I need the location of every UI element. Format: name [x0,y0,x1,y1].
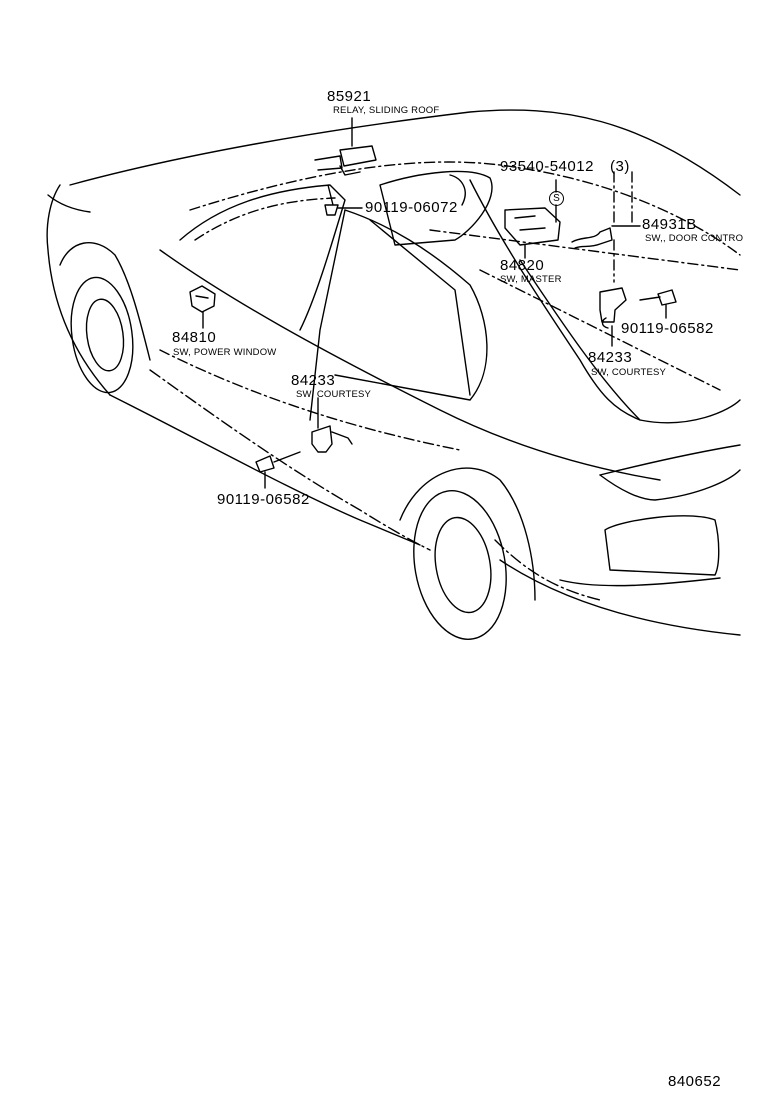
rear-door-glass [369,219,471,396]
part-no-sw-courtesy-rear: 84233 [588,349,633,366]
front-hood [46,184,111,396]
ref-line-1 [429,229,741,271]
rear-window-lower [519,259,741,424]
rocker-line [149,369,431,551]
part-name-sw-door-control: SW,, DOOR CONTRO [645,233,744,244]
part-name-sw-courtesy-front: SW, COURTESY [296,389,372,400]
rear-wheel-arch [399,467,536,601]
bolt-front-part [255,451,301,473]
rear-quarter-line [494,539,601,601]
window-frame-rear [334,209,488,401]
roof-outline [69,109,741,196]
part-no-sw-courtesy-front: 84233 [291,372,336,389]
part-no-bolt-rear-courtesy: 90119-06582 [621,320,714,337]
trunk-edge [599,469,741,501]
rear-bumper [559,577,721,587]
c-pillar [469,179,641,421]
sw-power-window-part [189,285,216,313]
leader-bracket [613,171,633,227]
front-bumper [47,194,91,213]
part-no-bolt-front-courtesy: 90119-06582 [217,491,310,508]
ref-line-3 [159,349,461,451]
front-wheel-hub [85,298,125,372]
roof-rail [189,161,741,256]
bolt-relay-part [324,184,339,216]
relay-sliding-roof-part [314,145,377,176]
front-wheel-arch [59,242,151,361]
front-wheel [70,276,134,394]
part-no-sw-master: 84820 [500,257,545,274]
part-no-sw-door-control: 84931B [642,216,697,233]
rear-wheel [413,490,507,640]
sw-door-control-part [571,227,613,249]
s-mark-circle: S [549,191,564,206]
part-no-bolt-relay: 90119-06072 [365,199,458,216]
part-name-relay-sliding-roof: RELAY, SLIDING ROOF [333,105,440,116]
drawing-number: 840652 [668,1073,722,1090]
part-name-sw-master: SW, MASTER [500,274,562,285]
sw-courtesy-rear-part [599,287,627,329]
bolt-rear-part [639,289,677,306]
part-no-sw-power-window: 84810 [172,329,217,346]
ref-line-2 [479,269,721,391]
sw-courtesy-front-part [311,425,353,453]
part-name-sw-power-window: SW, POWER WINDOW [173,347,277,358]
window-frame-front [179,184,346,331]
trunk-lid [599,444,741,476]
sw-master-part [504,207,561,246]
part-name-sw-courtesy-rear: SW, COURTESY [591,367,667,378]
lower-body [109,394,421,546]
b-pillar [309,209,346,421]
part-no-relay-sliding-roof: 85921 [327,88,372,105]
sunroof-inner [449,174,466,206]
part-no-screw-master: 93540-54012 [500,158,594,175]
body-beltline [159,249,661,481]
qty-screw-master: (3) [610,158,630,175]
sunroof-opening [379,170,493,246]
window-glass-front [194,197,336,241]
tail-light [604,515,720,576]
rear-lower-body [499,559,741,636]
rear-wheel-hub [434,516,492,614]
